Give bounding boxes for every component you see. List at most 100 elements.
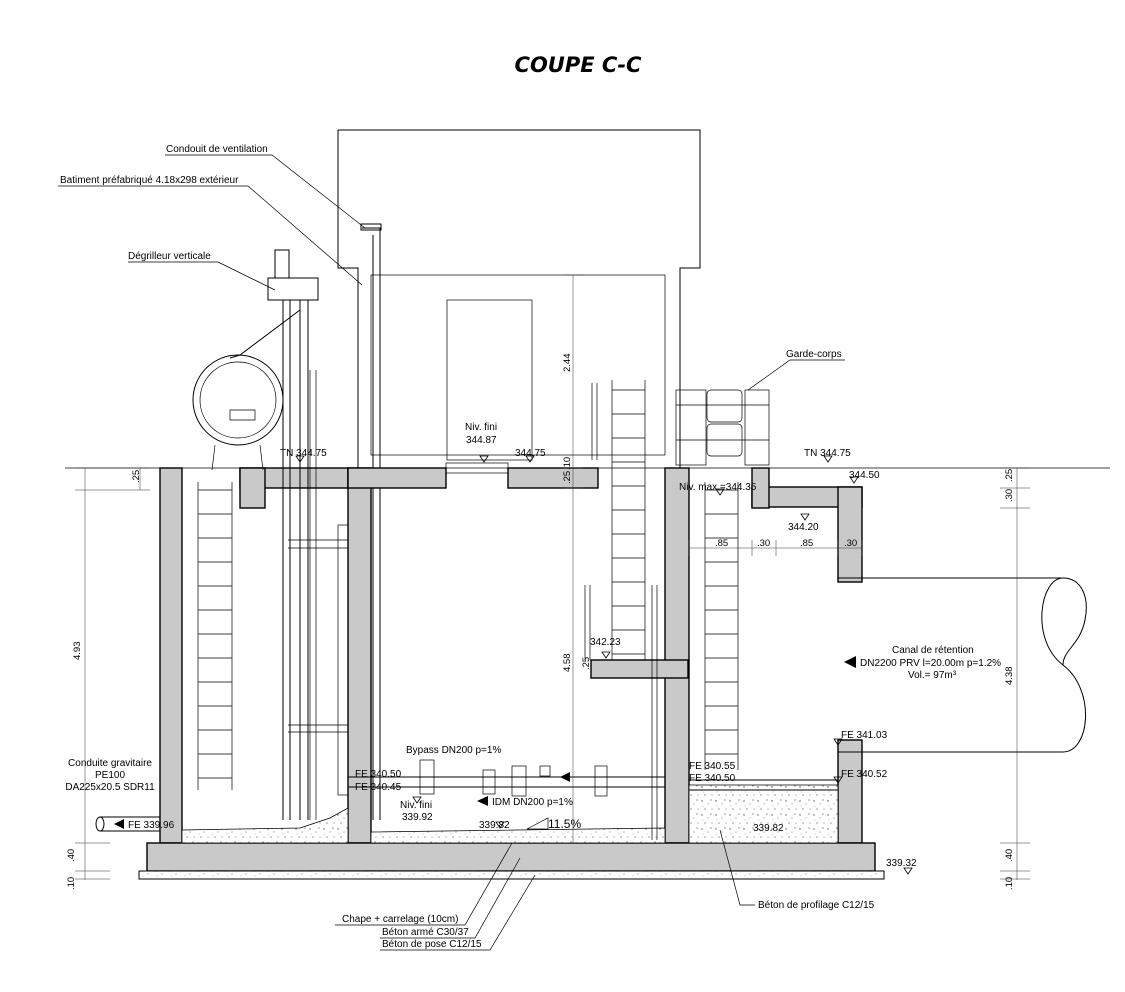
label-tn-right: TN 344.75 (804, 448, 851, 459)
dim-040-right: .40 (1004, 849, 1015, 862)
dim-493: 4.93 (72, 642, 83, 661)
leaders (58, 154, 845, 951)
base-slab (146, 842, 876, 872)
level-triangle-icon (800, 513, 810, 521)
label-niv-fini-top-val: 344.87 (466, 435, 497, 446)
label-fe-34045: FE 340.45 (355, 782, 402, 793)
label-34475: 344.75 (515, 448, 546, 459)
dim-025-pipe: .25 (581, 657, 592, 670)
dim-085-b: .85 (800, 538, 813, 549)
label-conduite-3: DA225x20.5 SDR11 (65, 782, 155, 793)
dim-010-left: .10 (66, 877, 77, 890)
dim-030-b: .30 (844, 538, 857, 549)
retention-pipe (838, 577, 1087, 753)
level-triangle-icon (479, 455, 489, 463)
outlet-pipe (689, 779, 838, 791)
label-niv-fini-top: Niv. fini (465, 422, 497, 433)
dim-horizontal (688, 540, 863, 556)
dim-085-a: .85 (715, 538, 728, 549)
dim-left (75, 467, 150, 880)
slope-symbol (526, 817, 549, 830)
label-niv-max: Niv. max.=344.35 (679, 482, 757, 493)
ventilation-duct (362, 227, 381, 820)
rungs-center (612, 389, 645, 655)
dim-244: 2.44 (562, 354, 573, 373)
level-triangle-icon (833, 738, 843, 746)
level-triangle-icon (495, 821, 505, 829)
dim-030-right: .30 (1004, 489, 1015, 502)
ladder-right (704, 482, 739, 770)
label-33982-a: 339.82 (479, 820, 510, 831)
dim-040-left: .40 (66, 849, 77, 862)
rungs-right (705, 489, 738, 755)
label-33932: 339.32 (886, 858, 917, 869)
central-right-wall (664, 467, 690, 844)
hatch-opening (445, 462, 509, 474)
profiling-concrete-left (181, 807, 349, 844)
ventilation-cap (360, 223, 382, 231)
label-garde-corps: Garde-corps (786, 349, 842, 360)
dim-458: 4.58 (562, 654, 573, 673)
level-triangle-icon (849, 476, 859, 484)
prefab-building (337, 129, 701, 468)
label-fe-33996: FE 339.96 (128, 820, 175, 831)
level-triangle-icon (715, 488, 725, 496)
left-slab-ledge (239, 467, 266, 509)
mid-slab (590, 659, 689, 679)
level-markers (295, 455, 913, 875)
rungs-left (198, 489, 232, 779)
blinding-layer (138, 870, 885, 880)
central-top-slab-a (347, 467, 447, 489)
ladder-stanchion (591, 383, 598, 460)
label-canal-title: Canal de rétention (892, 645, 974, 656)
building-inner (370, 274, 666, 456)
drawing-title: COUPE C-C (515, 53, 642, 77)
label-fe-34050-l: FE 340.50 (355, 769, 402, 780)
label-34420: 344.20 (788, 522, 819, 533)
building-door (446, 299, 533, 461)
level-triangle-icon (295, 455, 305, 463)
label-degrilleur: Dégrilleur verticale (128, 251, 211, 262)
flow-arrow-idm (477, 796, 488, 806)
flow-arrow-bypass (560, 772, 570, 782)
label-34450: 344.50 (849, 470, 880, 481)
label-bypass: Bypass DN200 p=1% (406, 745, 501, 756)
flow-arrow-canal (844, 656, 856, 668)
label-slope: 11.5% (548, 817, 581, 831)
guardrail (675, 389, 770, 466)
profiling-concrete-right (688, 784, 839, 844)
right-wall-upper (837, 486, 863, 583)
level-triangle-icon (833, 776, 843, 784)
label-niv-fini-bot-val: 339.92 (402, 812, 433, 823)
label-niv-fini-bot: Niv. fini (400, 800, 432, 811)
left-wall-outer (159, 467, 183, 844)
right-wall-lower (837, 739, 863, 844)
label-beton-arme: Béton armé C30/37 (382, 927, 469, 938)
label-fe-34103: FE 341.03 (841, 730, 888, 741)
bypass-pipe (348, 759, 665, 797)
level-triangle-icon (601, 651, 611, 659)
label-ventilation: Condouit de ventilation (166, 144, 268, 155)
label-fe-34055: FE 340.55 (689, 761, 736, 772)
dim-025-mid: .25 (562, 471, 573, 484)
label-beton-pose: Béton de pose C12/15 (382, 939, 482, 950)
label-batiment: Batiment préfabriqué 4.18x298 extérieur (60, 175, 239, 186)
dim-025-right: .25 (1004, 469, 1015, 482)
profiling-concrete-mid (370, 827, 666, 844)
level-triangle-icon (823, 455, 833, 463)
central-top-slab-b (507, 467, 599, 489)
dim-010-right: .10 (1004, 877, 1015, 890)
label-tn-left: TN 344.75 (280, 448, 327, 459)
flow-arrow-inlet (114, 819, 124, 829)
label-idm: IDM DN200 p=1% (492, 797, 573, 808)
dim-438: 4.38 (1004, 667, 1015, 686)
right-slab-lip (751, 467, 770, 509)
label-chape: Chape + carrelage (10cm) (342, 914, 458, 925)
level-triangle-icon (903, 867, 913, 875)
label-33982-b: 339.82 (753, 823, 784, 834)
label-canal-spec: DN2200 PRV l=20.00m p=1.2% (860, 658, 1001, 669)
label-34223: 342.23 (590, 637, 621, 648)
dim-025-left: .25 (131, 470, 142, 483)
label-beton-profilage: Béton de profilage C12/15 (758, 900, 875, 911)
